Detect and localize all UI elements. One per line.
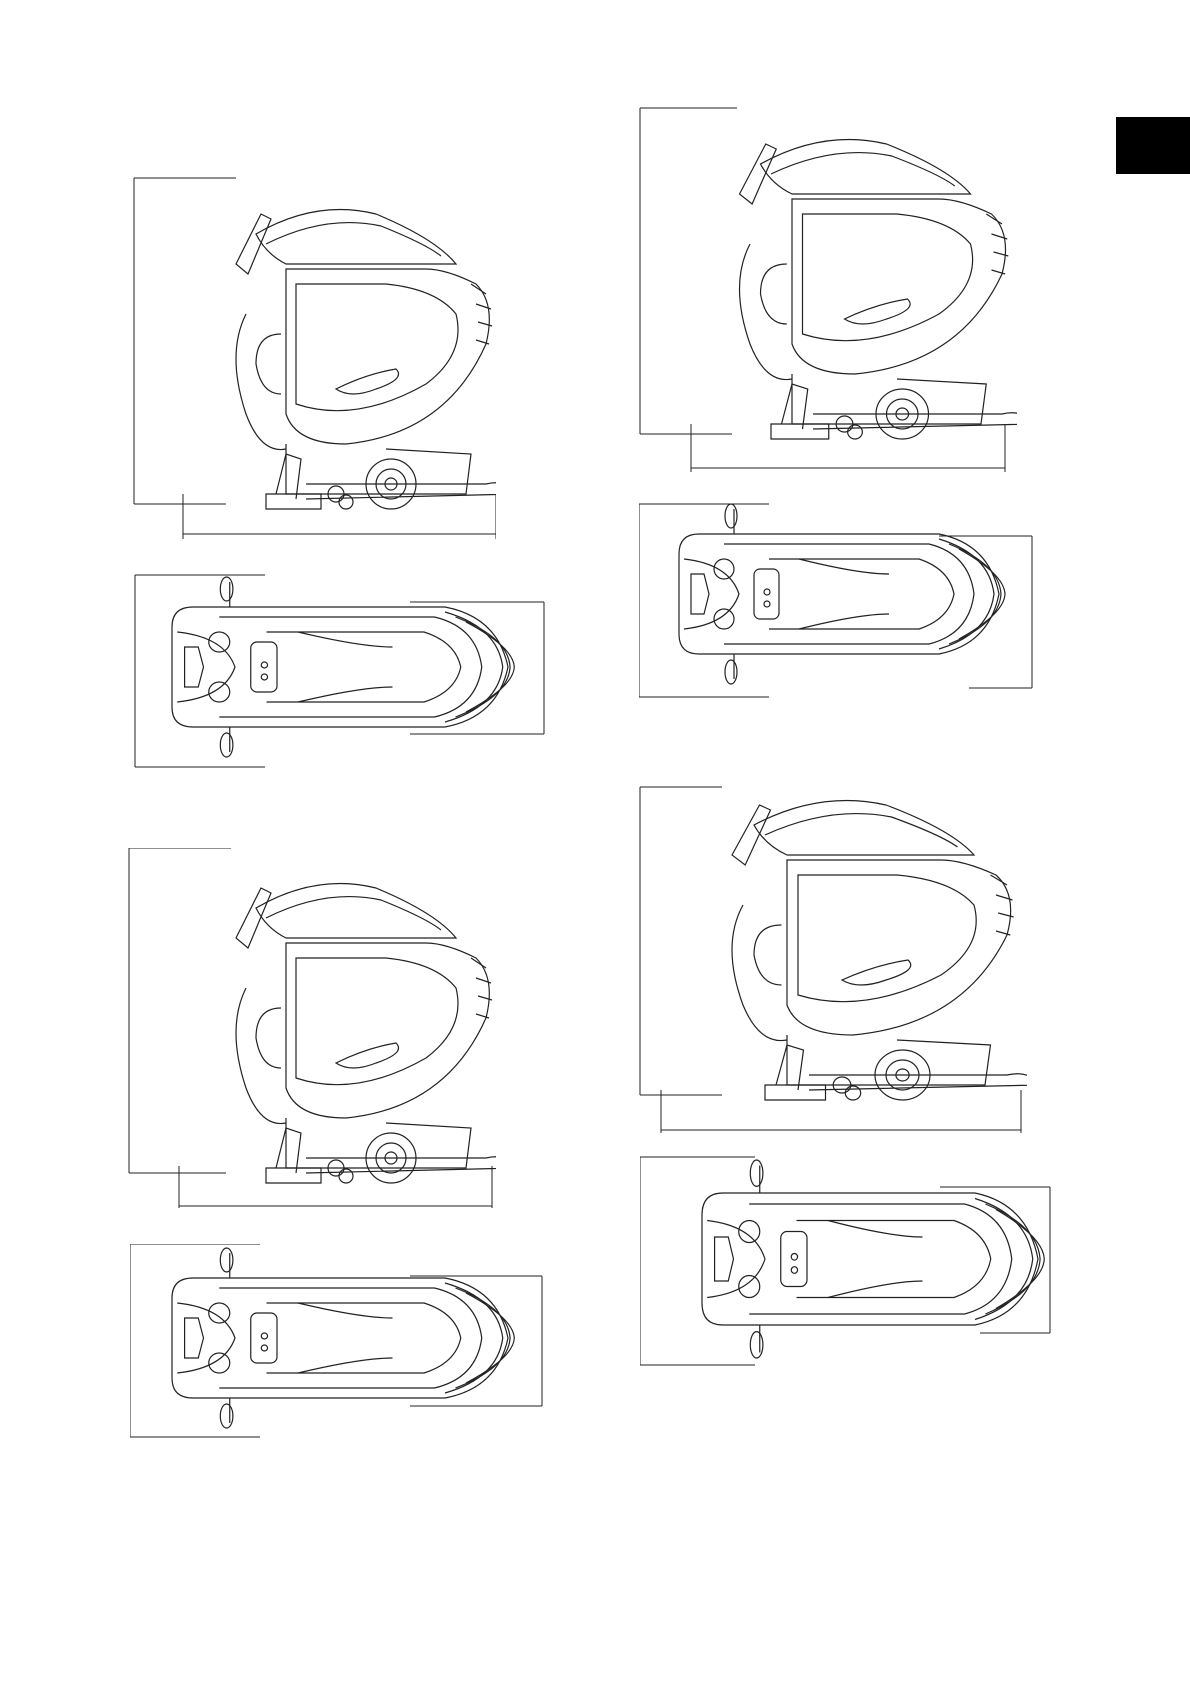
top-view-cylindrical-brush-large — [639, 502, 1039, 702]
section-tab — [1116, 117, 1190, 174]
top-view-cylindrical-brush — [130, 572, 550, 772]
machine-outline — [679, 504, 1005, 684]
machine-outline — [172, 577, 514, 757]
machine-outline — [236, 884, 496, 1184]
side-view-cylindrical-brush — [126, 164, 496, 544]
machine-outline — [236, 210, 496, 510]
top-view-disc-brush-large — [640, 1155, 1060, 1370]
machine-outline — [740, 140, 1018, 440]
top-view-disc-brush — [130, 1244, 550, 1439]
machine-outline — [172, 1248, 514, 1428]
side-view-disc-brush-large — [637, 785, 1027, 1135]
side-view-disc-brush — [126, 848, 496, 1208]
machine-outline — [702, 1160, 1044, 1358]
machine-outline — [732, 801, 1027, 1101]
side-view-cylindrical-brush-large — [637, 104, 1017, 474]
